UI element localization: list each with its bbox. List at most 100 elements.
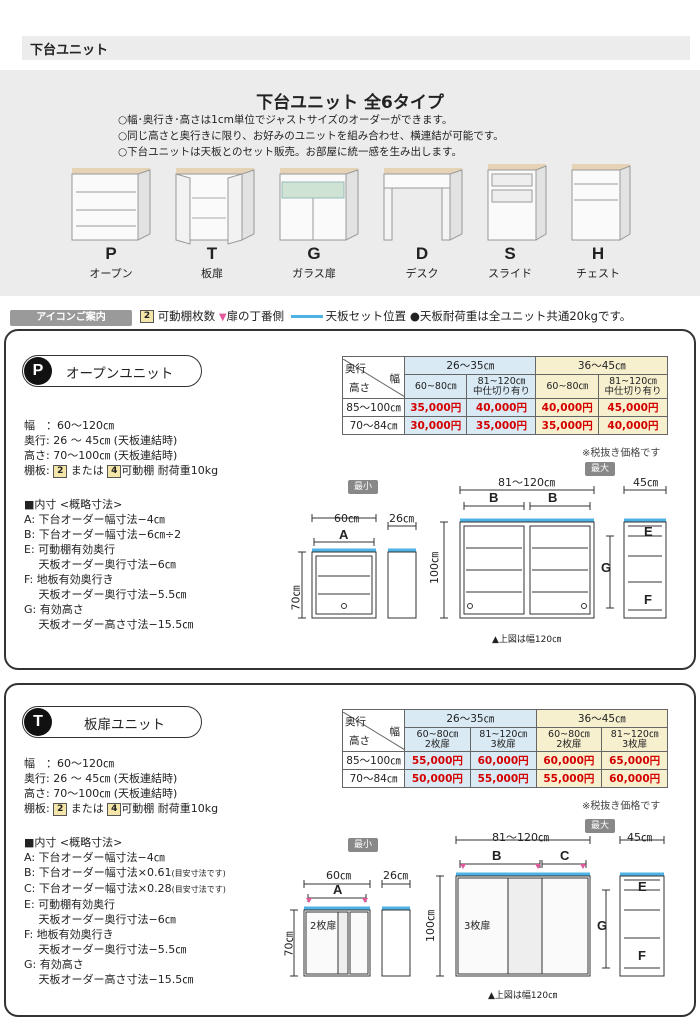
max-height-label: 100㎝ <box>424 910 437 942</box>
dim-f-label: F <box>638 948 646 963</box>
max-depth-label: 45㎝ <box>627 831 652 844</box>
unit-letter: H <box>591 244 605 263</box>
unit-illustrations <box>71 164 631 245</box>
spec-width: 幅 ：60～120㎝ <box>24 419 114 432</box>
door-count-label: 2枚扉 <box>310 921 337 932</box>
section-header <box>22 706 202 738</box>
dim-c-label: C <box>560 848 570 863</box>
price-cell: 55,000円 <box>469 769 537 788</box>
slide-unit-illustration <box>487 164 547 241</box>
max-tag: 最大 <box>585 819 615 833</box>
door-unit-dimension-diagram <box>290 836 665 977</box>
unit-type-t[interactable]: T 板扉 <box>167 162 257 281</box>
unit-letter: D <box>415 244 429 263</box>
dim-g-label: G <box>597 918 608 933</box>
price-cell: 60,000円 <box>469 751 537 770</box>
price-cell: 35,000円 <box>466 416 537 435</box>
inner-item: 天板オーダー高さ寸法−15.5㎝ <box>24 618 194 631</box>
unit-type-s[interactable]: S スライド <box>465 162 555 281</box>
section-header <box>22 355 202 387</box>
price-cell: 55,000円 <box>535 769 603 788</box>
hero-notes: ○幅･奥行き･高さは1cm単位でジャストサイズのオーダーができます。 ○同じ高さ… <box>118 112 504 160</box>
dim-g-label: G <box>601 560 612 575</box>
diagram-caption: ▲上図は幅120㎝ <box>492 635 562 645</box>
header-corner: 奥行 幅 高さ <box>342 709 405 752</box>
price-cell: 35,000円 <box>403 398 468 417</box>
spec-depth: 奥行: 26 ～ 45㎝ (天板連結時) <box>24 434 178 447</box>
section-letter-badge: P <box>24 357 52 385</box>
shelf-count-badge: 4 <box>107 802 122 816</box>
depth-range-header: 26～35㎝ <box>404 709 537 728</box>
spec-height: 高さ: 70～100㎝ (天板連結時) <box>24 787 178 800</box>
unit-type-h[interactable]: H チェスト <box>553 162 643 281</box>
price-cell: 40,000円 <box>535 398 599 417</box>
dim-a-label: A <box>339 527 349 542</box>
unit-name: スライド <box>488 267 532 280</box>
table-row: 85～100㎝ 35,000円 40,000円 40,000円 45,000円 <box>342 398 669 417</box>
max-tag: 最大 <box>585 462 615 476</box>
dim-e-label: E <box>638 879 647 894</box>
price-cell: 30,000円 <box>403 416 468 435</box>
unit-type-d[interactable]: D デスク <box>377 162 467 281</box>
hinge-markers <box>306 864 586 903</box>
hero-note: ○幅･奥行き･高さは1cm単位でジャストサイズのオーダーができます。 <box>118 114 453 126</box>
load-note: ●天板耐荷重は全ユニット共通20kgです。 <box>409 309 632 323</box>
inner-item: 天板オーダー奥行寸法−5.5㎝ <box>24 943 187 956</box>
inner-item: A: 下台オーダー幅寸法−4㎝ <box>24 851 165 864</box>
inner-item: G: 有効高さ <box>24 958 84 971</box>
legend-tag: アイコンご案内 <box>10 310 132 326</box>
min-tag: 最小 <box>348 480 378 494</box>
height-cell: 70～84㎝ <box>342 769 405 788</box>
shelf-count-badge: 2 <box>53 802 68 816</box>
spec-list: 幅 ：60～120㎝ 奥行: 26 ～ 45㎝ (天板連結時) 高さ: 70～1… <box>24 756 218 816</box>
unit-letter: G <box>307 244 321 263</box>
inner-item: 天板オーダー高さ寸法−15.5㎝ <box>24 973 194 986</box>
open-unit-illustration <box>71 168 151 241</box>
price-cell: 45,000円 <box>597 398 669 417</box>
section-name: 板扉ユニット <box>84 717 165 733</box>
inner-item: C: 下台オーダー幅寸法×0.28(目安寸法です) <box>24 882 226 895</box>
inner-title: ■内寸 <概略寸法> <box>24 498 123 511</box>
door-count-label: 3枚扉 <box>464 921 491 932</box>
price-cell: 40,000円 <box>597 416 669 435</box>
height-cell: 85～100㎝ <box>342 398 405 417</box>
hinge-label: 扉の丁番側 <box>226 309 285 323</box>
inner-item: F: 地板有効奥行き <box>24 573 114 586</box>
inner-item: B: 下台オーダー幅寸法−6㎝÷2 <box>24 528 182 541</box>
min-height-label: 70㎝ <box>289 585 303 611</box>
shelf-count-badge: 4 <box>107 464 122 478</box>
inner-item: E: 可動棚有効奥行 <box>24 898 116 911</box>
depth-range-header: 26～35㎝ <box>403 356 537 375</box>
max-width-label: 81～120㎝ <box>492 831 549 844</box>
top-position-label: 天板セット位置 <box>325 309 407 323</box>
inner-item: A: 下台オーダー幅寸法−4㎝ <box>24 513 165 526</box>
min-tag: 最小 <box>348 838 378 852</box>
inner-item: 天板オーダー奥行寸法−5.5㎝ <box>24 588 187 601</box>
table-row: 70～84㎝ 50,000円 55,000円 55,000円 60,000円 <box>342 769 668 788</box>
unit-type-g[interactable]: G ガラス扉 <box>269 162 359 281</box>
inner-item: G: 有効高さ <box>24 603 84 616</box>
inner-item: F: 地板有効奥行き <box>24 928 114 941</box>
price-cell: 55,000円 <box>404 751 471 770</box>
height-cell: 70～84㎝ <box>342 416 405 435</box>
spec-depth: 奥行: 26 ～ 45㎝ (天板連結時) <box>24 772 178 785</box>
width-header: 60~80㎝ <box>535 374 599 399</box>
unit-type-p[interactable]: P オープン <box>66 162 156 281</box>
header-corner: 奥行 幅 高さ <box>342 356 405 399</box>
unit-name: デスク <box>405 267 439 280</box>
inner-item: 天板オーダー奥行寸法−6㎝ <box>24 913 176 926</box>
min-depth-label: 26㎝ <box>383 869 408 882</box>
max-width-label: 81～120㎝ <box>498 476 555 489</box>
spec-height: 高さ: 70～100㎝ (天板連結時) <box>24 449 178 462</box>
price-cell: 40,000円 <box>466 398 537 417</box>
page-title: 下台ユニット <box>22 36 690 60</box>
unit-name: 板扉 <box>201 267 223 280</box>
price-cell: 35,000円 <box>535 416 599 435</box>
glass-unit-illustration <box>279 168 359 241</box>
legend-line: 2 可動棚枚数 ▼扉の丁番側 天板セット位置 ●天板耐荷重は全ユニット共通20k… <box>140 308 631 324</box>
